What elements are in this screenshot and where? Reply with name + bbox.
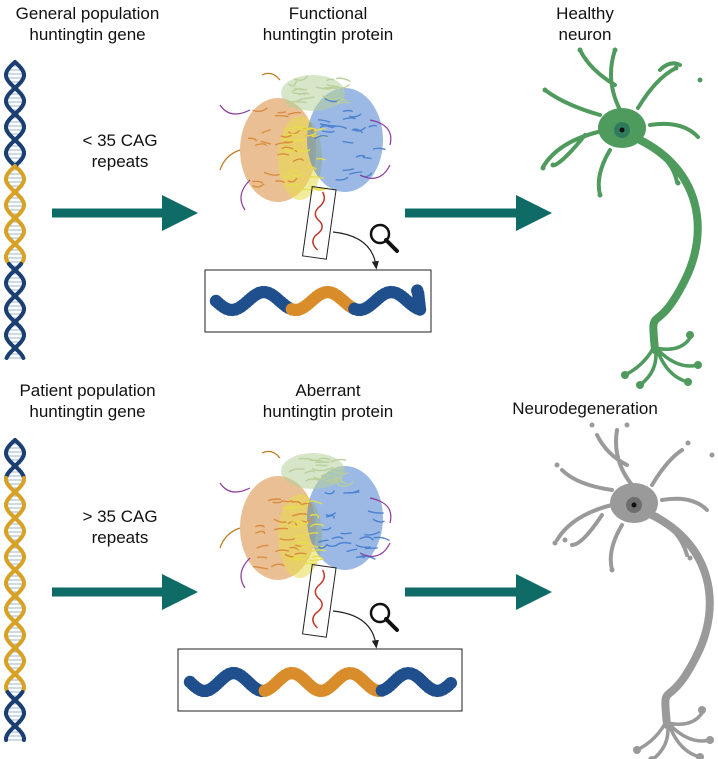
bottom-protein-label: Aberrant huntingtin protein <box>262 381 394 421</box>
zoom-arrow-top <box>332 231 379 270</box>
bottom-neuron-label: Neurodegeneration <box>512 399 658 418</box>
neuron-icon <box>552 422 715 759</box>
dna-helix-icon <box>4 438 26 742</box>
neuron-icon <box>540 47 703 389</box>
bottom-gene-label: Patient population huntingtin gene <box>19 381 156 421</box>
dna-helix-icon <box>4 60 26 360</box>
bottom-repeat-label: > 35 CAG repeats <box>82 507 158 547</box>
zoom-arrow-bottom <box>332 610 379 649</box>
magnifier-icon <box>369 223 399 253</box>
top-repeat-label: < 35 CAG repeats <box>82 131 158 171</box>
top-gene-label: General population huntingtin gene <box>15 4 160 44</box>
polyq-chain-normal <box>209 284 427 317</box>
top-neuron-label: Healthy neuron <box>556 4 614 44</box>
protein-structure-icon <box>219 72 392 260</box>
magnifier-icon <box>369 602 399 632</box>
protein-structure-icon <box>219 450 392 638</box>
polyq-chain-expanded <box>183 666 458 698</box>
top-protein-label: Functional huntingtin protein <box>262 4 394 44</box>
